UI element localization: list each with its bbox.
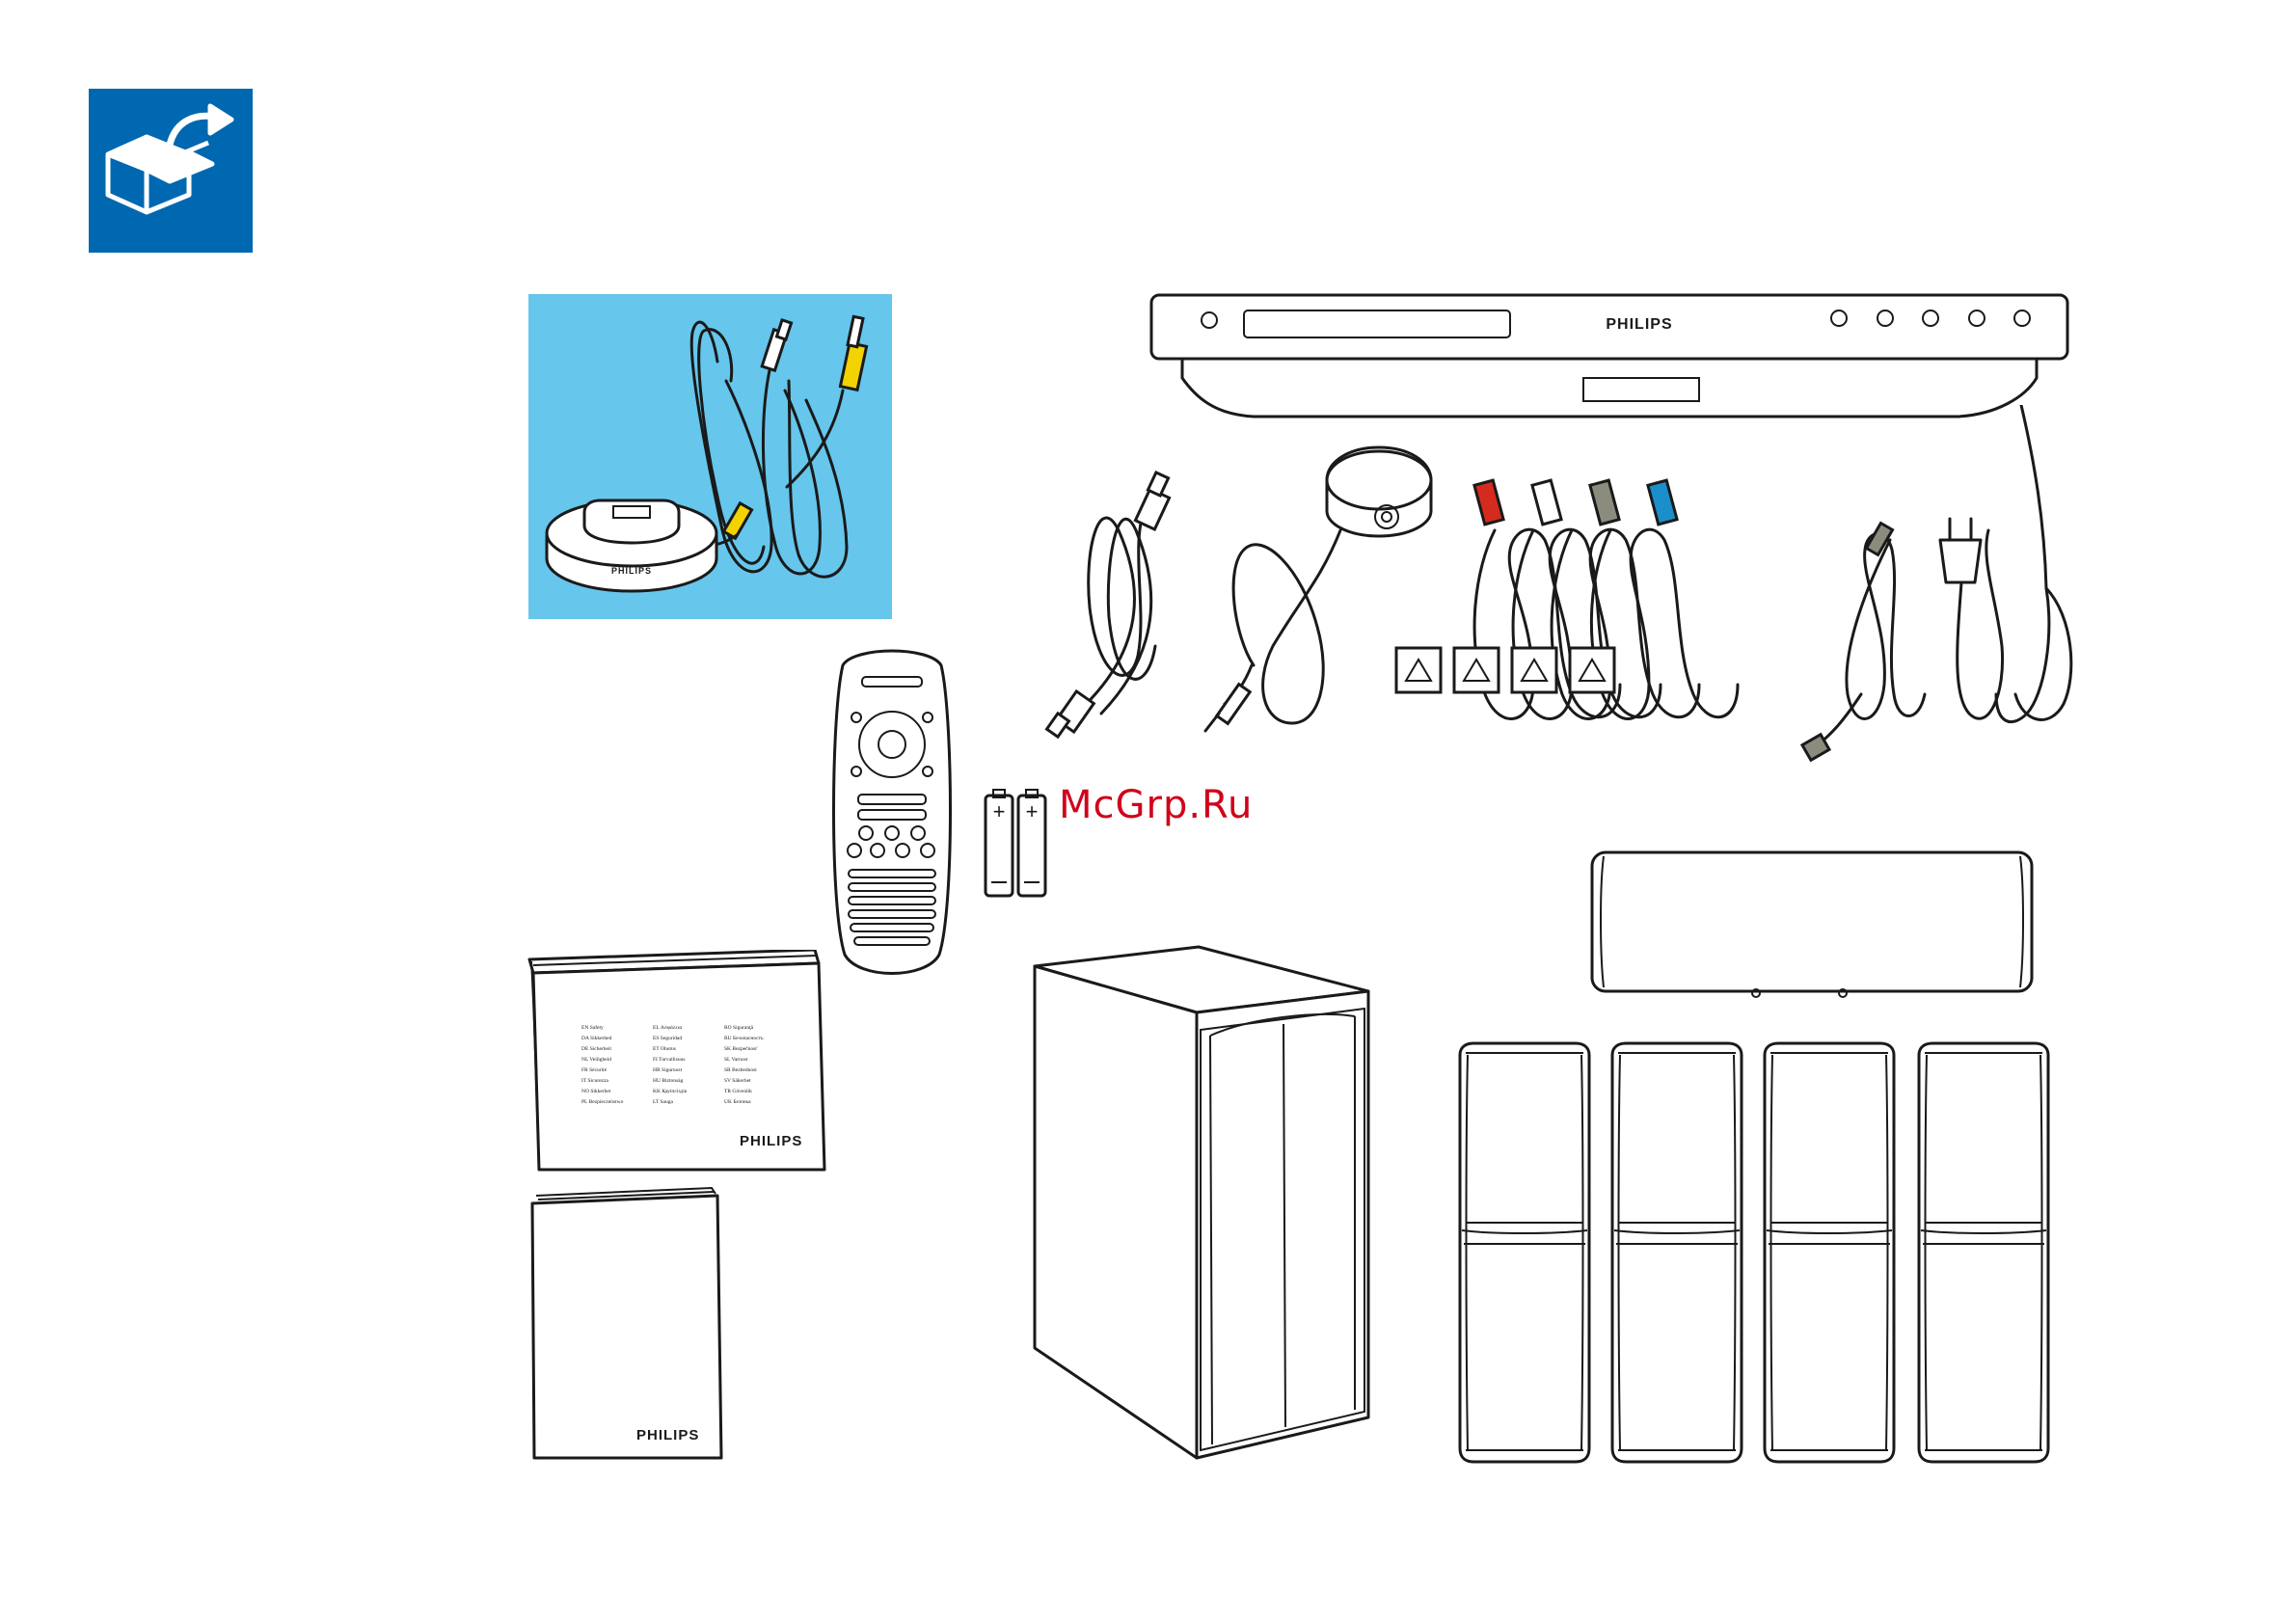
subwoofer xyxy=(1027,943,1374,1464)
manual-brand: PHILIPS xyxy=(740,1133,803,1149)
unpack-box-icon xyxy=(89,89,253,253)
svg-text:+: + xyxy=(993,799,1006,823)
main-unit: PHILIPS xyxy=(1148,289,2073,429)
svg-text:+: + xyxy=(1026,799,1039,823)
batteries: + + xyxy=(982,786,1049,902)
watermark-text: McGrp.Ru xyxy=(1059,783,1254,827)
booklet-brand: PHILIPS xyxy=(636,1427,700,1443)
dock-brand: PHILIPS xyxy=(611,566,652,576)
satellite-speakers xyxy=(1456,1041,2064,1466)
cables-row xyxy=(1013,403,2083,829)
player-brand: PHILIPS xyxy=(1606,316,1672,333)
dock-panel: PHILIPS xyxy=(528,294,892,619)
remote-control xyxy=(820,636,964,984)
quick-start-booklet: PHILIPS xyxy=(528,1184,731,1462)
center-speaker xyxy=(1586,847,2039,1001)
